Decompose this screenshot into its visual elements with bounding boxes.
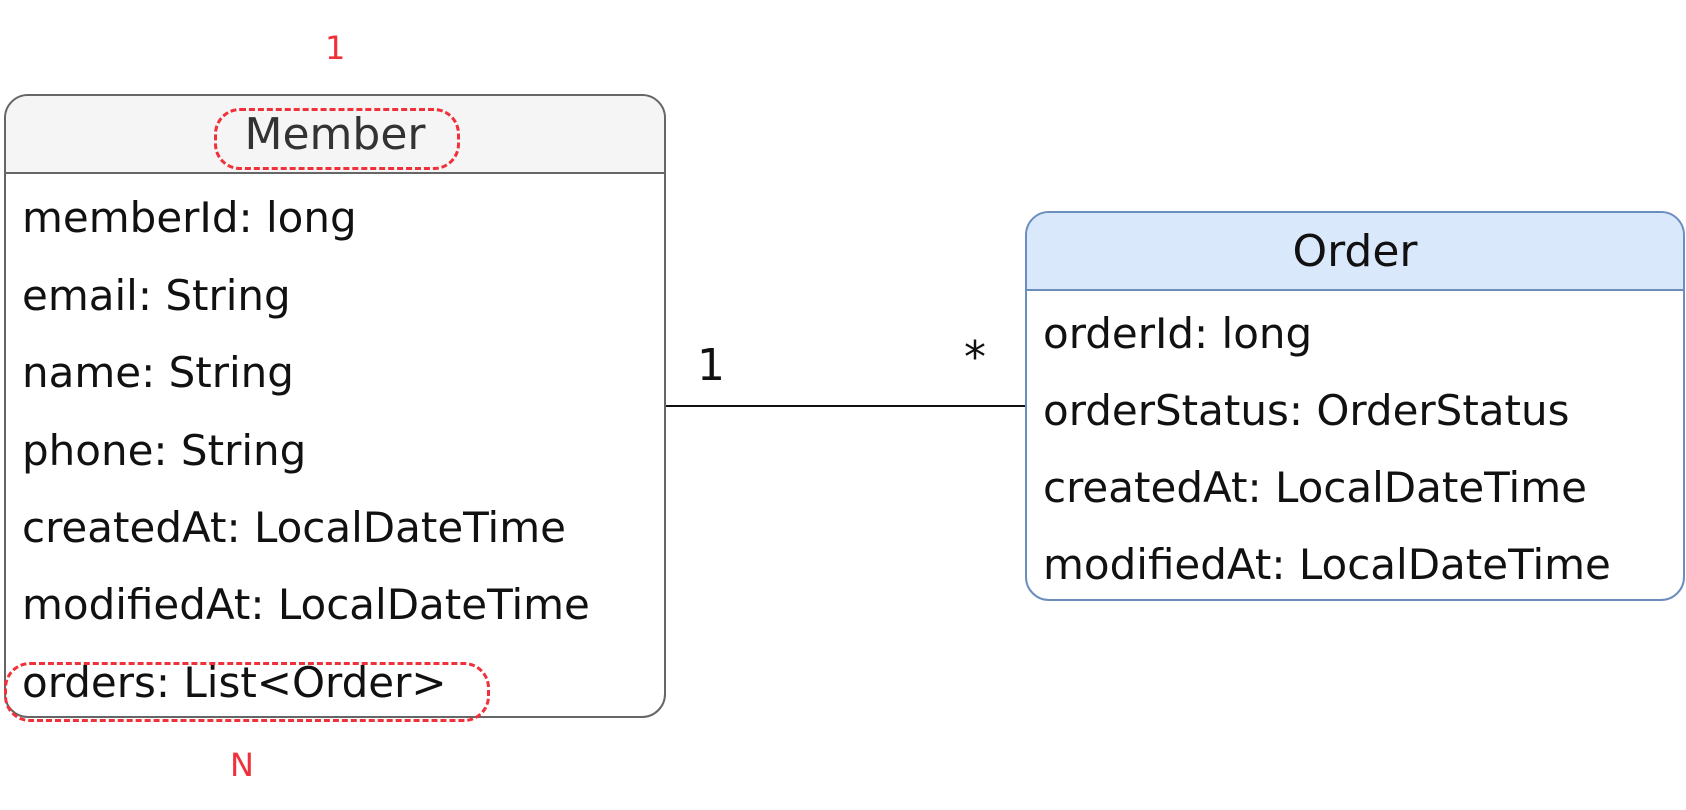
member-attr-created-at[interactable]: createdAt: LocalDateTime <box>22 503 566 552</box>
member-attr-modified-at[interactable]: modifiedAt: LocalDateTime <box>22 580 590 629</box>
order-attr-modified-at[interactable]: modifiedAt: LocalDateTime <box>1043 540 1611 589</box>
member-class-header[interactable]: Member <box>6 96 664 174</box>
member-class-title: Member <box>244 108 426 160</box>
order-multiplicity-label: * <box>964 332 986 383</box>
order-attr-created-at[interactable]: createdAt: LocalDateTime <box>1043 463 1587 512</box>
member-multiplicity-label: 1 <box>697 340 725 391</box>
order-attr-order-id[interactable]: orderId: long <box>1043 309 1313 358</box>
order-attr-order-status[interactable]: orderStatus: OrderStatus <box>1043 386 1570 435</box>
member-attr-name[interactable]: name: String <box>22 348 294 397</box>
member-class[interactable]: Member memberId: long email: String name… <box>4 94 666 718</box>
member-note-label: 1 <box>325 29 346 67</box>
member-attr-member-id[interactable]: memberId: long <box>22 193 357 242</box>
order-class-header[interactable]: Order <box>1027 213 1683 291</box>
orders-note-label: N <box>230 746 254 784</box>
member-attr-orders[interactable]: orders: List<Order> <box>22 658 447 707</box>
member-attr-email[interactable]: email: String <box>22 271 291 320</box>
order-class[interactable]: Order orderId: long orderStatus: OrderSt… <box>1025 211 1685 601</box>
member-attr-phone[interactable]: phone: String <box>22 426 307 475</box>
order-class-title: Order <box>1292 225 1418 277</box>
